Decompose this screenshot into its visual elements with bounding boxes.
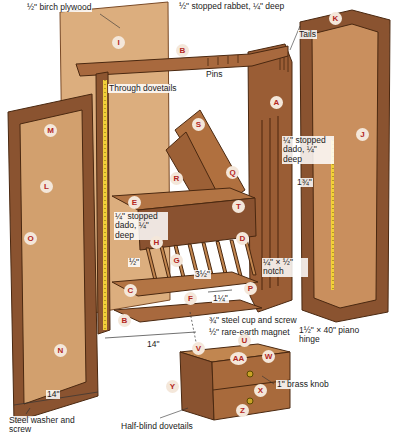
callout-letter: Y [166, 380, 179, 393]
dimension-note: 3½" [194, 270, 211, 279]
callout-letter: R [170, 172, 183, 185]
callout-letter: B [118, 314, 131, 327]
left-door [8, 94, 98, 422]
callout-letter: P [244, 282, 257, 295]
dimension-note: 14" [146, 340, 160, 349]
callout-letter: V [192, 342, 205, 355]
callout-letter: L [40, 180, 53, 193]
dimension-note: Half-blind dovetails [120, 422, 194, 431]
callout-letter: H [150, 236, 163, 249]
dimension-note: ¼" × ½" notch [262, 258, 308, 277]
dimension-note: ¼" stopped dado, ¼" deep [282, 136, 334, 164]
dimension-note: Tails [298, 30, 317, 39]
dimension-note: ½" birch plywood [26, 3, 92, 12]
callout-letter: S [192, 118, 205, 131]
brass-knob [247, 371, 253, 377]
dimension-note: Through dovetails [108, 84, 178, 93]
callout-letter: K [329, 12, 342, 25]
dimension-note: 14" [46, 390, 60, 399]
callout-letter: A [270, 96, 283, 109]
dimension-note: 1½" × 40" piano hinge [298, 326, 370, 345]
callout-letter: AA [230, 352, 247, 365]
callout-letter: N [54, 344, 67, 357]
callout-letter: D [236, 232, 249, 245]
callout-letter: G [170, 254, 183, 267]
callout-letter: C [124, 284, 137, 297]
callout-letter: F [184, 292, 197, 305]
pigeonhole-divider [244, 239, 256, 275]
dimension-note: ¾" steel cup and screw [208, 316, 298, 325]
left-door-panel [20, 110, 86, 404]
dimension-note: 1¾" [296, 178, 313, 187]
callout-letter: X [254, 384, 267, 397]
dimension-note: ½" [128, 258, 140, 267]
callout-letter: U [238, 334, 251, 347]
brass-knob [247, 398, 253, 404]
dimension-note: ¼" stopped dado, ¼" deep [114, 212, 168, 240]
callout-letter: O [24, 232, 37, 245]
dimension-note: 1" brass knob [276, 380, 330, 389]
callout-letter: M [44, 124, 57, 137]
dimension-note: Steel washer and screw [8, 416, 80, 435]
pigeonhole-divider [230, 240, 242, 276]
callout-letter: Q [226, 166, 239, 179]
tape-measure [103, 80, 107, 330]
right-door [300, 10, 390, 322]
drawer-side [180, 352, 214, 420]
callout-letter: W [262, 350, 275, 363]
case-side [96, 72, 110, 334]
callout-letter: I [112, 36, 125, 49]
callout-letter: J [356, 128, 369, 141]
callout-letter: B [176, 44, 189, 57]
callout-letter: E [128, 196, 141, 209]
dimension-note: 1¼" [212, 294, 229, 303]
shelf [112, 272, 258, 296]
callout-letter: T [232, 200, 245, 213]
dimension-note: ½" stopped rabbet, ¼" deep [178, 2, 292, 11]
callout-letter: Z [236, 404, 249, 417]
right-door-panel [312, 24, 378, 308]
dimension-note: Pins [205, 70, 224, 79]
